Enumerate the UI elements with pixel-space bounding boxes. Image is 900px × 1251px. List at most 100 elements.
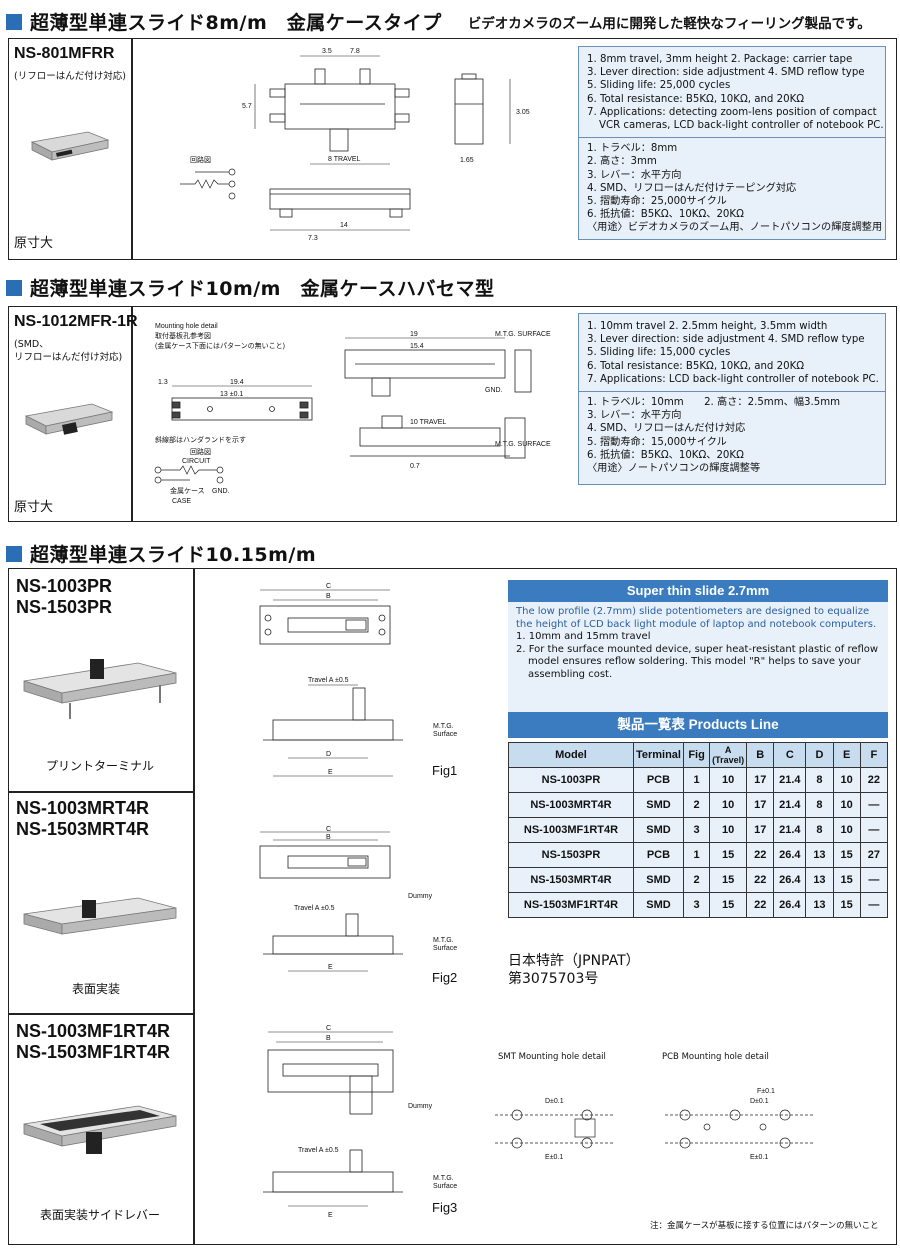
table-cell: 13 [805,867,834,893]
pcb-mount-label: PCB Mounting hole detail [662,1052,769,1062]
svg-text:C: C [326,1025,331,1032]
table-cell: — [859,867,889,893]
product-photo-ns1012 [24,403,114,435]
table-cell: 10 [832,767,861,793]
table-cell: 1 [682,842,711,868]
svg-text:D±0.1: D±0.1 [545,1098,564,1105]
table-cell: 15 [709,842,748,868]
table-cell: — [859,792,889,818]
th-a-travel: A (Travel) [709,742,748,768]
th-b: B [746,742,775,768]
dim-s1-3: 5.7 [242,103,252,110]
section-bullet-icon [6,545,22,562]
th-e: E [832,742,861,768]
fig3-travel: Travel A ±0.5 [298,1147,339,1154]
desc-item-1: 1. 10mm and 15mm travel [516,631,651,643]
table-cell: 21.4 [773,767,807,793]
table-cell: 3 [682,817,711,843]
table-cell: NS-1003MRT4R [508,792,634,818]
spec-en-3: 5. Sliding life: 15,000 cycles [587,347,731,359]
table-cell: 17 [746,792,775,818]
product-photo-mf1rt4r [23,1105,177,1154]
table-cell: 13 [805,842,834,868]
dim-s1-1: 7.8 [350,48,360,55]
product-photo-mrt4r [23,897,177,935]
table-cell: PCB [632,842,684,868]
scale-label: 原寸大 [14,500,54,515]
section-bullet-icon [6,13,22,30]
caption-mf1rt4r: 表面実装サイドレバー [40,1208,161,1222]
spec-en-1: 1. 10mm travel 2. 2.5mm height, 3.5mm wi… [587,321,828,332]
fig1-surface: Surface [433,731,457,738]
model-ns1012mfr1r: NS-1012MFR-1R [14,313,138,330]
mount-label-2: 取付基板孔参考図 [155,331,211,340]
circuit-label: 回路図 [190,155,211,164]
row-divider [8,1013,194,1015]
fig2-label: Fig2 [432,970,458,985]
table-cell: 26.4 [773,867,807,893]
hatch-label: 斜線部はハンダランドを示す [155,435,246,444]
dim-s1-15: 7.3 [308,235,318,242]
table-cell: SMD [632,867,684,893]
divider [131,38,133,260]
spec-en-5: 7. Applications: detecting zoom-lens pos… [587,106,877,118]
table-cell: 8 [805,792,834,818]
mtg-label-top: M.T.G. SURFACE [495,331,551,338]
section1-subtitle: ビデオカメラのズーム用に開発した軽快なフィーリング製品です。 [467,15,871,32]
section2-panel [8,306,897,522]
section2-title: 超薄型単連スライド10m/m 金属ケースハバセマ型 [30,278,495,300]
svg-text:B: B [326,1035,331,1042]
table-cell: NS-1503MF1RT4R [508,892,634,918]
spec-jp-2: 3. レバー：水平方向 [587,410,682,422]
fig2-dummy: Dummy [408,893,433,900]
dim-s1-21: 3.05 [516,109,530,116]
svg-text:E±0.1: E±0.1 [750,1154,768,1161]
th-terminal: Terminal [632,742,684,768]
fig3-mtg: M.T.G. [433,1175,454,1182]
case-label-en: CASE [172,498,191,505]
product-photo-ns801 [30,131,110,161]
table-cell: 10 [832,817,861,843]
circuit-label-en: CIRCUIT [182,458,211,465]
spec-jp-6: 〈用途〉ノートパソコンの輝度調整等 [587,463,761,475]
drawing-fig3: C B E Travel A ±0.5 Dummy M.T.G. Surface [263,1025,457,1219]
dim-s2-0: 1.3 [158,379,168,386]
scale-label: 原寸大 [14,236,54,251]
th-fig: Fig [682,742,711,768]
model-ns801mfrr: NS-801MFRR [14,45,115,62]
spec-jp-2: 2. 高さ：3mm [587,156,657,168]
spec-en-1: 1. 8mm travel, 3mm height 2. Package: ca… [587,54,853,65]
desc-item-2: 2. For the surface mounted device, super… [516,643,879,680]
fig3-surface: Surface [433,1183,457,1190]
spec-box-ns801: 1. 8mm travel, 3mm height 2. Package: ca… [578,46,886,240]
travel-label: 10 TRAVEL [410,419,446,426]
th-c: C [773,742,807,768]
table-cell: — [859,892,889,918]
section2-header: 超薄型単連スライド10m/m 金属ケースハバセマ型 [6,274,495,301]
table-cell: 13 [805,892,834,918]
divider [131,306,133,522]
svg-text:E: E [328,769,333,776]
spec-en-4: 6. Total resistance: B5KΩ, 10KΩ, and 20K… [587,93,805,105]
table-cell: NS-1503MRT4R [508,867,634,893]
th-model: Model [508,742,634,768]
fig1-mtg: M.T.G. [433,723,454,730]
table-cell: 15 [709,892,748,918]
spec-en-3: 5. Sliding life: 25,000 cycles [587,80,731,92]
dim-s2-1: 19.4 [230,379,244,386]
table-cell: SMD [632,892,684,918]
fig3-label: Fig3 [432,1200,458,1215]
drawing-fig2: C B E Travel A ±0.5 Dummy M.T.G. Surface [259,826,457,972]
smt-mount-label: SMT Mounting hole detail [498,1052,606,1062]
footnote: 注：金属ケースが基板に接する位置にはパターンの無いこと [650,1221,879,1231]
table-cell: 1 [682,767,711,793]
table-cell: 10 [709,817,748,843]
row-divider [8,791,194,793]
spec-jp-3: 3. レバー：水平方向 [587,169,682,181]
table-cell: 3 [682,892,711,918]
table-cell: 15 [709,867,748,893]
